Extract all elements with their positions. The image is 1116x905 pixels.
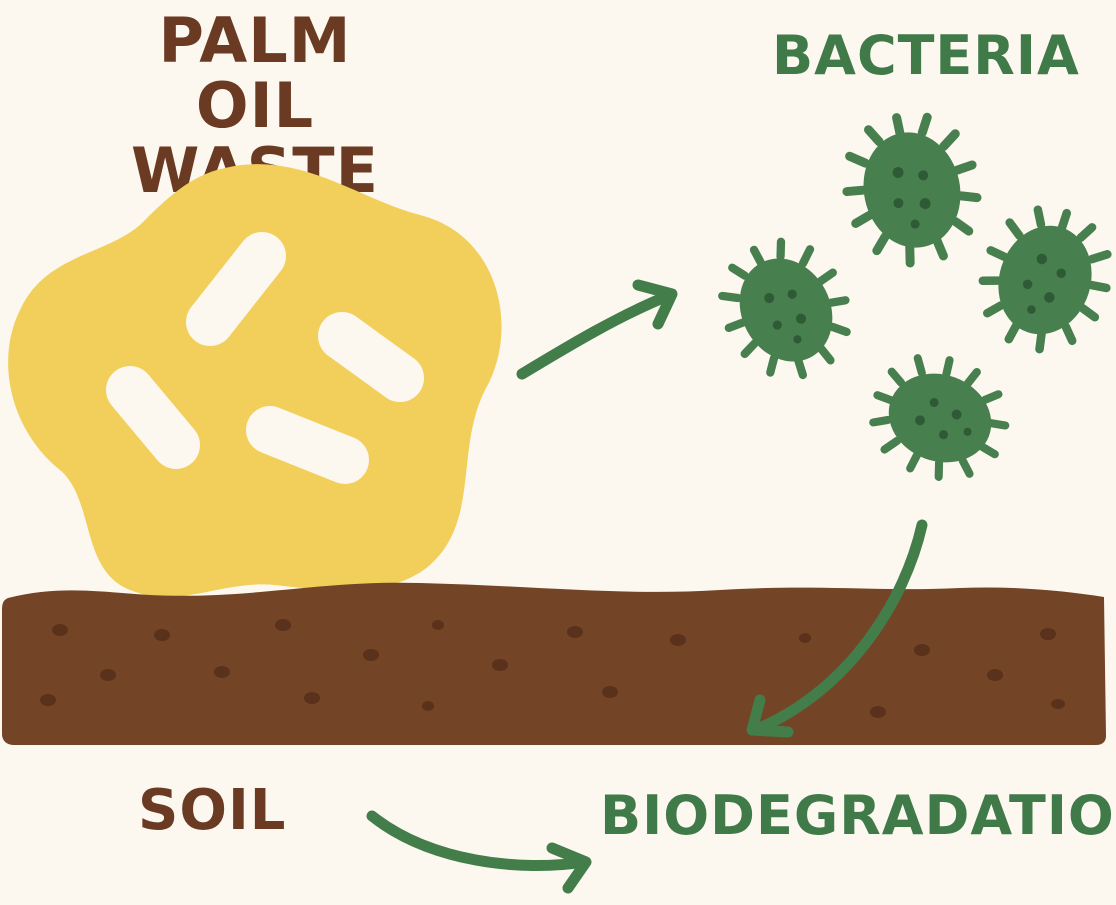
bacteria-title: BACTERIA [772,24,1080,87]
biodegradation-title: BIODEGRADATION [600,784,1116,847]
waste-to-bacteria-arrow [516,279,678,380]
palm-oil-waste-blob [8,164,502,597]
soil-to-biodegradation-arrow [366,810,592,894]
bacterium-icon [702,222,869,395]
soil-title: SOIL [138,778,287,843]
soil-layer [2,582,1106,745]
bacterium-icon [834,104,989,272]
waste-spots [106,232,424,484]
bacterium-icon [966,194,1116,363]
bacterium-icon [858,341,1020,494]
bacteria-to-soil-arrow [746,519,928,738]
palm-oil-waste-title-line1: PALM OIL [158,4,352,143]
soil-specks [40,619,1065,718]
